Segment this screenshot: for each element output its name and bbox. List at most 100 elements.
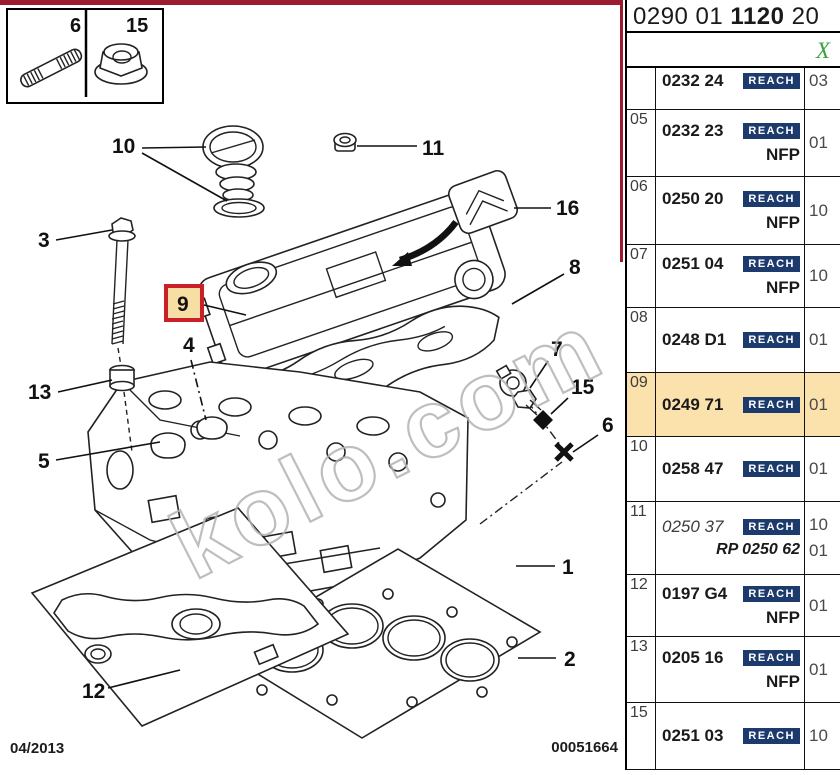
code-bold: 1120 bbox=[730, 3, 785, 30]
quantity-value: 01 bbox=[809, 459, 828, 478]
callout-8-label: 8 bbox=[569, 256, 581, 279]
row-number: 05 bbox=[627, 110, 656, 176]
part-cell: 0251 03 REACH bbox=[656, 703, 804, 769]
tappet-art bbox=[150, 416, 228, 459]
part-number: 0250 20 bbox=[662, 188, 724, 208]
sensor-assembly-art bbox=[479, 364, 574, 525]
reach-badge[interactable]: REACH bbox=[743, 519, 800, 535]
part-cell: 0197 G4 REACH NFP bbox=[656, 575, 804, 636]
row-number: 09 bbox=[627, 373, 656, 436]
inset-label-15: 15 bbox=[126, 15, 148, 37]
part-number: 0232 23 bbox=[662, 121, 724, 140]
reach-badge[interactable]: REACH bbox=[743, 256, 800, 272]
table-row[interactable]: 09 0249 71 REACH 01 bbox=[627, 373, 840, 437]
quantity-value: 10 bbox=[809, 515, 828, 534]
revision-date: 04/2013 bbox=[10, 740, 65, 757]
row-number: 12 bbox=[627, 575, 656, 636]
callout-10-label: 10 bbox=[112, 135, 135, 158]
part-cell: 0232 23 REACH NFP bbox=[656, 110, 804, 176]
quantity-cell: 01 bbox=[804, 308, 840, 372]
pane-highlight-right-bar bbox=[620, 0, 623, 262]
reach-badge[interactable]: REACH bbox=[743, 461, 800, 477]
table-row[interactable]: 15 0251 03 REACH 10 bbox=[627, 703, 840, 770]
quantity-cell: 10 01 bbox=[804, 502, 840, 574]
quantity-value: 01 bbox=[809, 330, 828, 349]
callout-7-label: 7 bbox=[551, 338, 563, 361]
oil-filler-cap-art bbox=[202, 125, 265, 218]
part-cell: 0250 37 REACH RP 0250 62 bbox=[656, 502, 804, 574]
part-number: 0251 03 bbox=[662, 726, 724, 745]
quantity-cell: 01 bbox=[804, 373, 840, 436]
breather-cap-art bbox=[333, 132, 357, 152]
callout-13-label: 13 bbox=[28, 381, 51, 404]
part-cell: 0250 20 REACH NFP bbox=[656, 177, 804, 244]
pane-highlight-top-bar bbox=[0, 0, 623, 5]
table-row[interactable]: 11 0250 37 REACH RP 0250 62 10 01 bbox=[627, 502, 840, 575]
reach-badge[interactable]: REACH bbox=[743, 73, 800, 89]
install-arrow bbox=[392, 220, 459, 266]
quantity-cell: 03 bbox=[804, 68, 840, 109]
row-number: 08 bbox=[627, 308, 656, 372]
callout-9-label: 9 bbox=[177, 293, 189, 316]
part-number: 0251 04 bbox=[662, 254, 724, 273]
quantity-value: 01 bbox=[809, 595, 828, 615]
reach-badge[interactable]: REACH bbox=[743, 585, 800, 602]
callout-15-label: 15 bbox=[571, 376, 595, 399]
stud-icon bbox=[20, 48, 83, 88]
inset-label-6: 6 bbox=[70, 15, 81, 37]
reach-badge[interactable]: REACH bbox=[743, 728, 800, 744]
row-number: 10 bbox=[627, 437, 656, 501]
table-row[interactable]: 13 0205 16 REACH NFP 01 bbox=[627, 637, 840, 703]
quantity-cell: 10 bbox=[804, 177, 840, 244]
reach-badge[interactable]: REACH bbox=[743, 190, 800, 207]
part-flag: NFP bbox=[766, 671, 800, 691]
part-flag: NFP bbox=[766, 145, 800, 164]
row-number: 15 bbox=[627, 703, 656, 769]
part-cell: 0251 04 REACH NFP bbox=[656, 245, 804, 307]
part-cell: 0248 D1 REACH bbox=[656, 308, 804, 372]
part-cell: 0232 24 REACH bbox=[656, 68, 804, 109]
part-cell: 0205 16 REACH NFP bbox=[656, 637, 804, 702]
quantity-cell: 01 bbox=[804, 637, 840, 702]
part-flag: RP 0250 62 bbox=[716, 541, 800, 558]
table-row[interactable]: 08 0248 D1 REACH 01 bbox=[627, 308, 840, 373]
quantity-cell: 01 bbox=[804, 110, 840, 176]
part-flag: NFP bbox=[766, 607, 800, 627]
emblem-cover-art bbox=[447, 169, 519, 235]
callout-12-label: 12 bbox=[82, 680, 105, 703]
quantity-cell: 01 bbox=[804, 437, 840, 501]
cylinder-head-bolt-art bbox=[108, 217, 136, 453]
quantity-cell: 10 bbox=[804, 245, 840, 307]
quantity-alt-value: 01 bbox=[809, 541, 828, 560]
code-suffix: 20 bbox=[784, 3, 820, 30]
reach-badge[interactable]: REACH bbox=[743, 332, 800, 348]
callout-5-label: 5 bbox=[38, 450, 50, 473]
reach-badge[interactable]: REACH bbox=[743, 396, 800, 413]
table-row[interactable]: 05 0232 23 REACH NFP 01 bbox=[627, 110, 840, 177]
part-number: 0248 D1 bbox=[662, 330, 727, 349]
table-row[interactable]: 10 0258 47 REACH 01 bbox=[627, 437, 840, 502]
highlighted-callout-9[interactable]: 9 bbox=[164, 284, 247, 322]
part-cell: 0258 47 REACH bbox=[656, 437, 804, 501]
row-number: 06 bbox=[627, 177, 656, 244]
table-row[interactable]: 0232 24 REACH 03 bbox=[627, 68, 840, 110]
reach-badge[interactable]: REACH bbox=[743, 123, 800, 139]
part-flag: NFP bbox=[766, 278, 800, 297]
part-flag: NFP bbox=[766, 212, 800, 232]
reach-badge[interactable]: REACH bbox=[743, 649, 800, 666]
code-prefix: 0290 01 bbox=[633, 3, 731, 30]
inset-parts-box: 6 15 bbox=[6, 8, 164, 104]
quantity-value: 01 bbox=[809, 133, 828, 152]
table-row[interactable]: 12 0197 G4 REACH NFP 01 bbox=[627, 575, 840, 637]
parts-rows: 0232 24 REACH 03 05 0232 23 REACH NFP 01… bbox=[627, 68, 840, 770]
document-number: 00051664 bbox=[551, 739, 618, 756]
part-number: 0232 24 bbox=[662, 71, 724, 90]
table-row[interactable]: 07 0251 04 REACH NFP 10 bbox=[627, 245, 840, 308]
table-row[interactable]: 06 0250 20 REACH NFP 10 bbox=[627, 177, 840, 245]
quantity-value: 10 bbox=[809, 726, 828, 745]
row-number: 13 bbox=[627, 637, 656, 702]
